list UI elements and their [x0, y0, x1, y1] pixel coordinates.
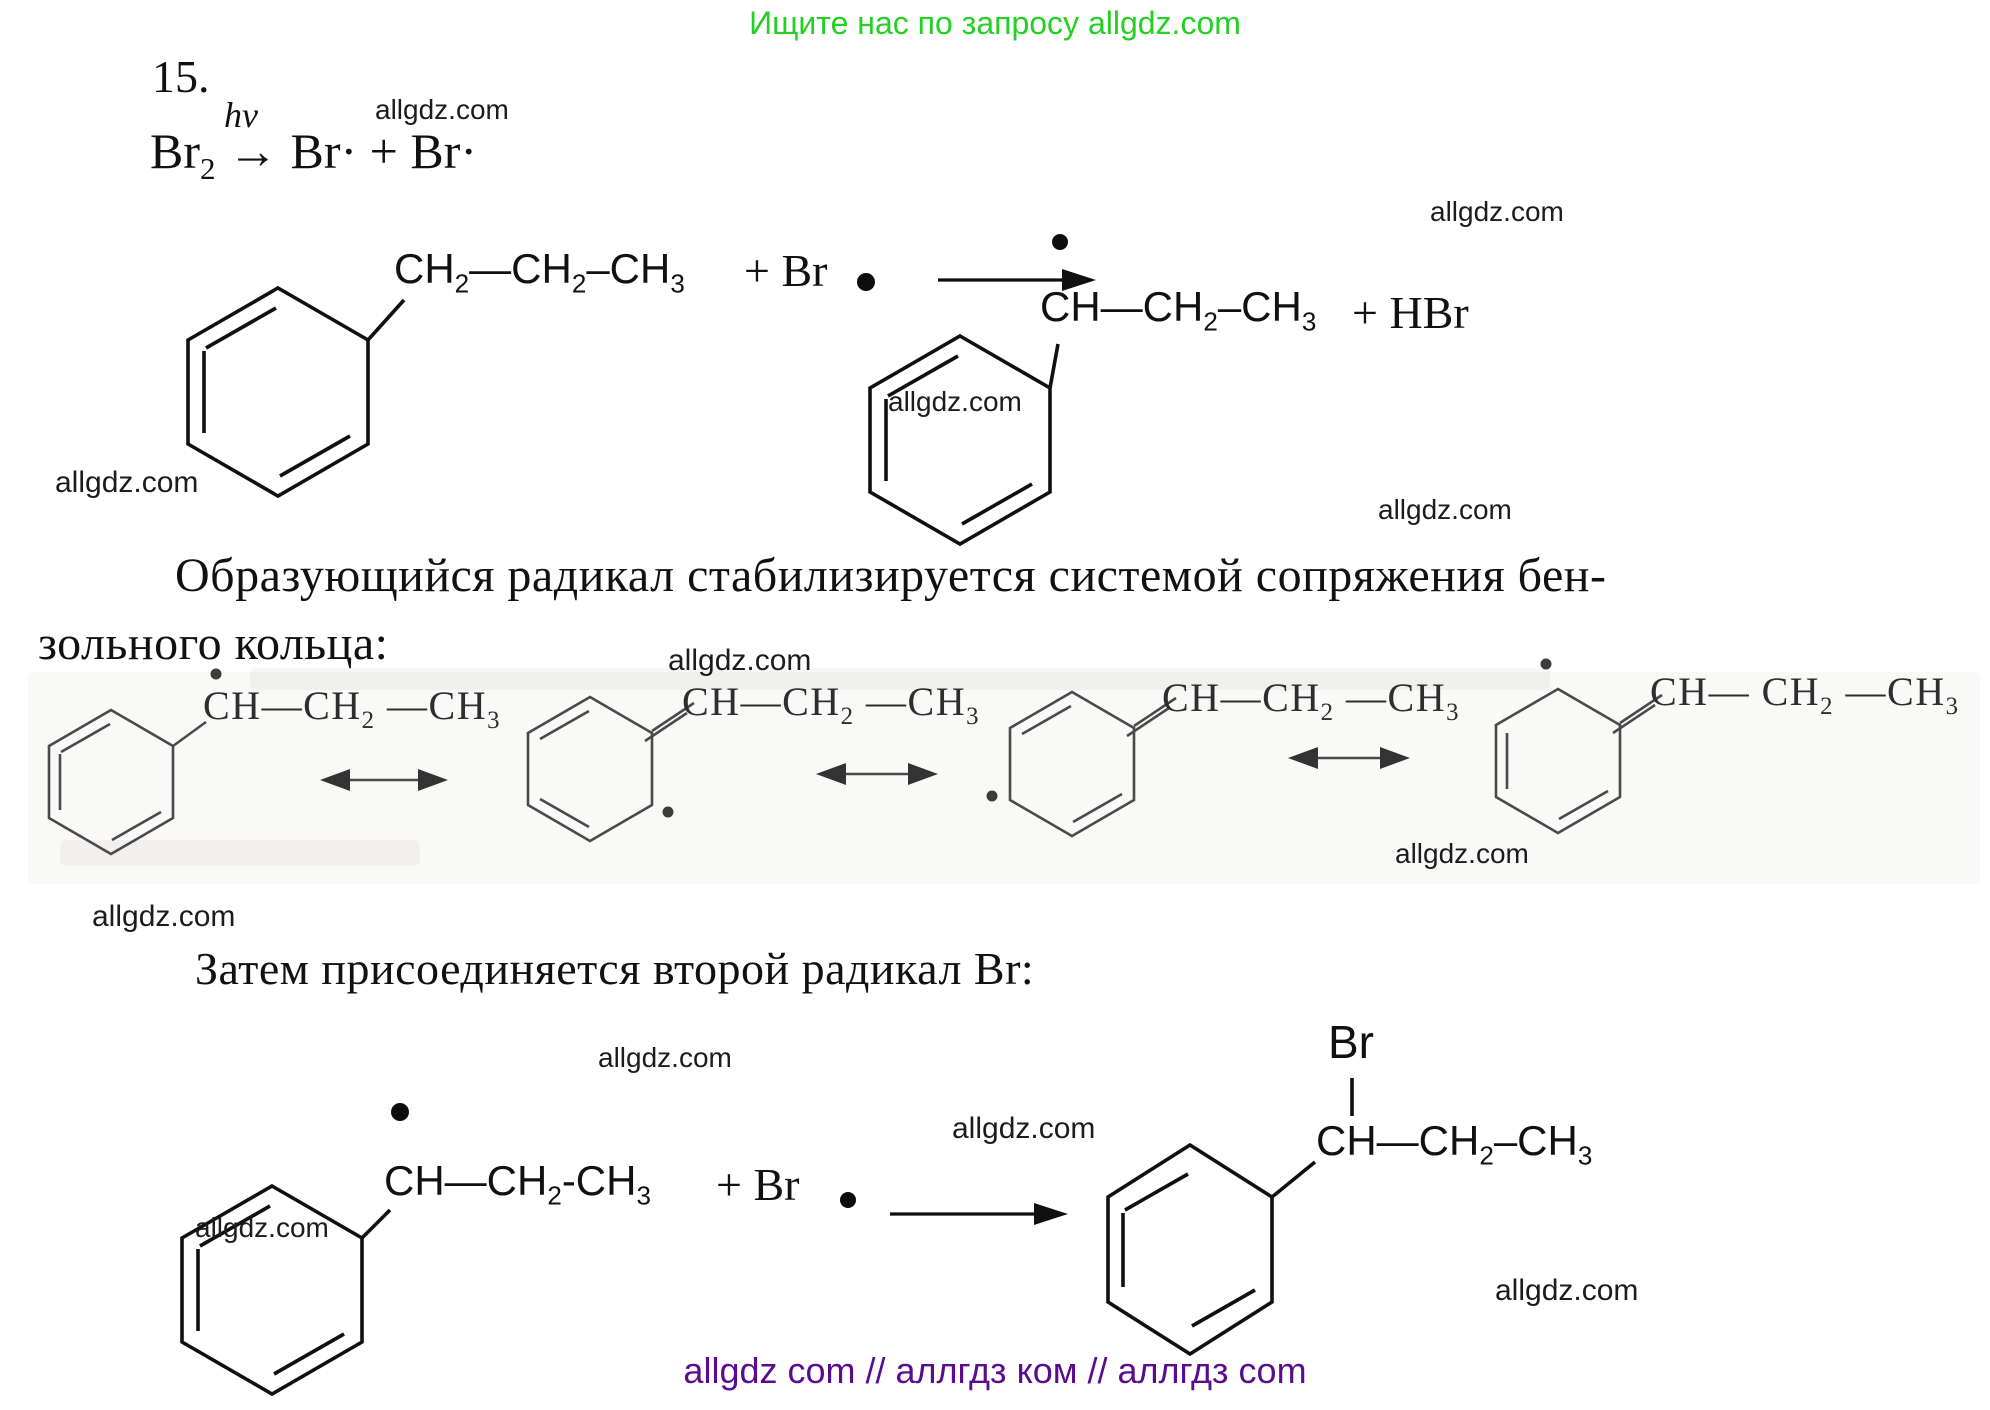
promo-header: Ищите нас по запросу allgdz.com	[749, 5, 1241, 41]
step2-heading: Затем присоединяется второй радикал Br:	[195, 943, 1035, 994]
benzene-ring-product1	[868, 333, 1060, 547]
footer-sites: allgdz com // аллгдз ком // аллгдз com	[683, 1350, 1307, 1391]
plus-hbr: + HBr	[1352, 287, 1469, 338]
watermark: allgdz.com	[1430, 196, 1564, 227]
initiation-equation: Br2 → Br· + Br·	[150, 123, 477, 186]
scan-artifact-smudge	[60, 840, 420, 866]
resonance-chain-b: CH—CH2 —CH3	[682, 679, 981, 730]
br-radical-dot	[857, 273, 875, 291]
br-radical-dot-2	[840, 1192, 856, 1208]
plus-br-1: + Br	[744, 245, 828, 296]
paragraph-line-2: зольного кольца:	[38, 617, 389, 670]
hv-condition: hν	[224, 95, 258, 135]
watermark: allgdz.com	[1378, 494, 1512, 525]
watermark: allgdz.com	[598, 1042, 732, 1073]
watermark: allgdz.com	[55, 466, 199, 499]
plus-br-2: + Br	[716, 1159, 800, 1210]
paragraph-line-1: Образующийся радикал стабилизируется сис…	[175, 549, 1607, 602]
product-chain-2: CH—CH2–CH3	[1316, 1117, 1593, 1171]
radical-dot-product1	[1052, 234, 1068, 250]
watermark: allgdz.com	[668, 644, 812, 677]
reactant-chain-1: CH2—CH2–CH3	[394, 245, 685, 299]
watermark: allgdz.com	[952, 1112, 1096, 1145]
watermark: allgdz.com	[375, 94, 509, 125]
resonance-chain-c: CH—CH2 —CH3	[1162, 675, 1461, 726]
resonance-chain-d: CH— CH2 —CH3	[1650, 669, 1960, 720]
watermark: allgdz.com	[1395, 838, 1529, 869]
reaction2-arrow	[890, 1203, 1068, 1225]
radical-dot-reactant2	[391, 1103, 409, 1121]
watermark: allgdz.com	[195, 1212, 329, 1243]
br-substituent-label: Br	[1328, 1016, 1374, 1068]
watermark: allgdz.com	[92, 900, 236, 933]
benzene-ring-reactant1	[186, 285, 406, 499]
radical-chain-2: CH—CH2-CH3	[384, 1157, 651, 1211]
watermark: allgdz.com	[888, 386, 1022, 417]
watermark: allgdz.com	[1495, 1274, 1639, 1307]
product-chain-1: CH—CH2–CH3	[1040, 283, 1317, 337]
problem-number: 15.	[152, 51, 210, 102]
resonance-chain-a: CH—CH2 —CH3	[203, 683, 502, 734]
scan-artifact-smudge	[250, 668, 1550, 690]
